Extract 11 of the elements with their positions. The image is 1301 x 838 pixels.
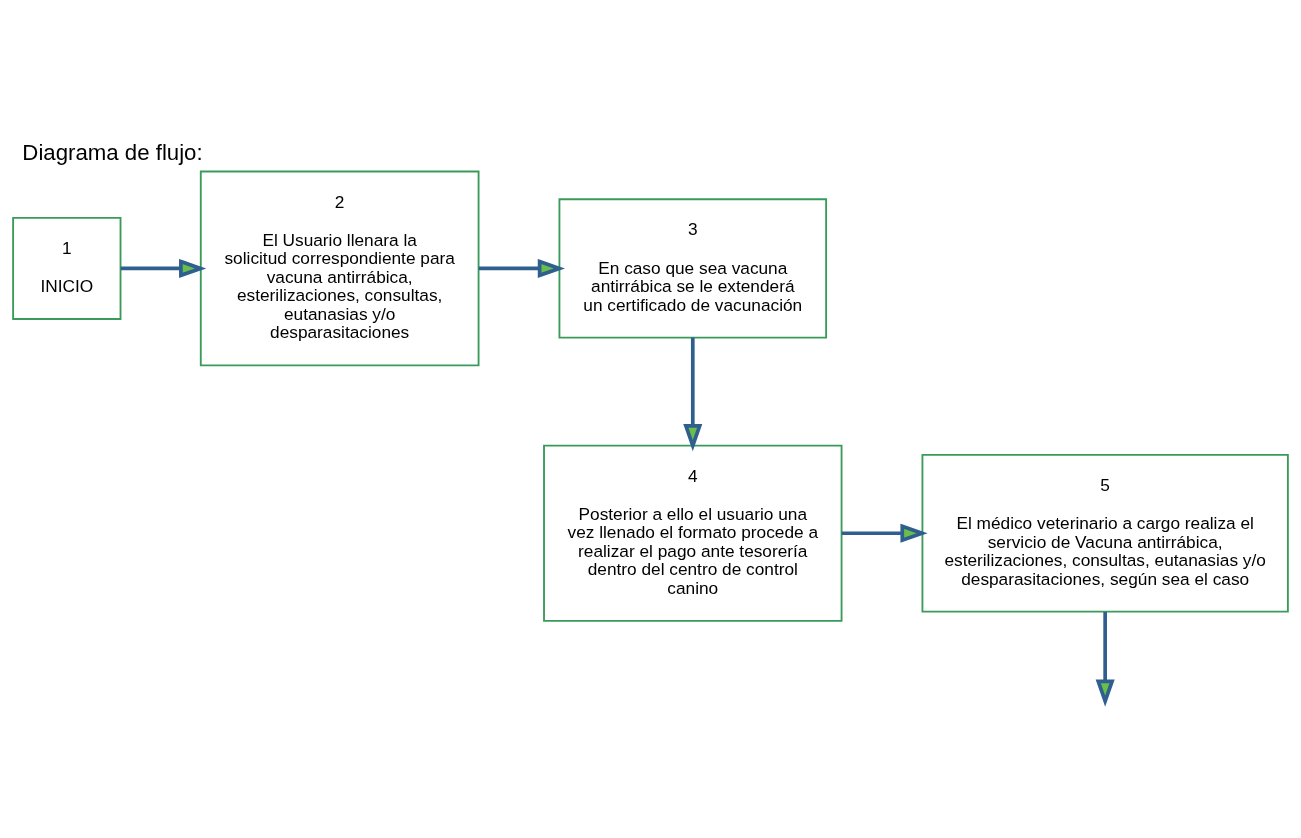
arrow <box>120 258 207 278</box>
node-box: 2 El Usuario llenara la solicitud correspondiente para vacuna antirrábica, esterilizaciones, consultas, eutanasias y/o desparasitaciones <box>199 170 480 366</box>
diagram-title: Diagrama de flujo: <box>22 139 203 165</box>
node-box: 1 INICIO <box>12 216 122 320</box>
node-box: 4 Posterior a ello el usuario una vez llenado el formato procede a realizar el pago ante tesorería dentro del centro de control canino <box>543 444 843 622</box>
arrow <box>841 523 928 543</box>
arrow <box>683 337 703 451</box>
arrow <box>1095 611 1115 707</box>
node-box: 3 En caso que sea vacuna antirrábica se le extenderá un certificado de vacunación <box>558 197 828 338</box>
node-box: 5 El médico veterinario a cargo realiza el servicio de Vacuna antirrábica, esterilizaciones, consultas, eutanasias y/o desparasitaciones, según sea el caso <box>921 453 1289 613</box>
arrow <box>478 258 565 278</box>
